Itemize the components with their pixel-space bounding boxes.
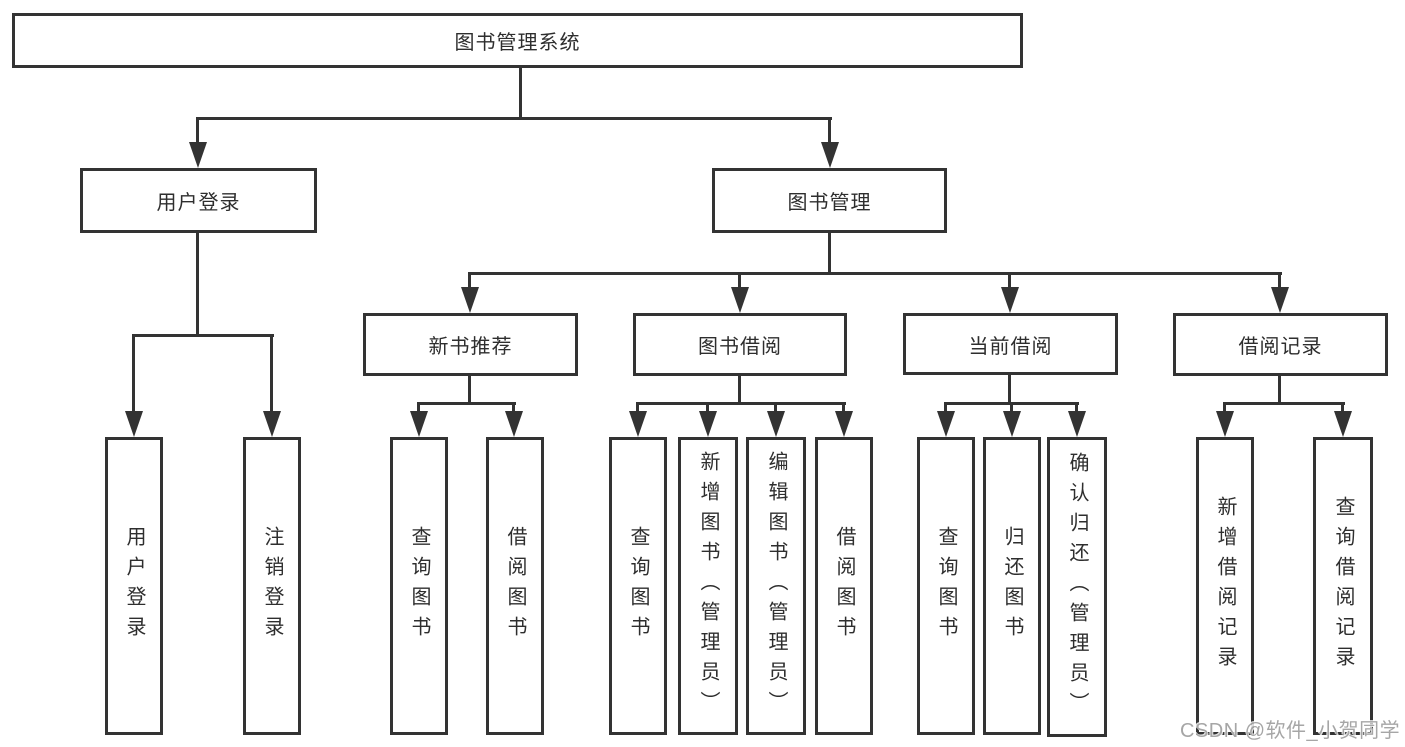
- leaf-add-books-admin-label: 新增图书（管理员）: [697, 451, 719, 721]
- connector-leaf-stem: [706, 402, 709, 414]
- leaf-logout: 注销登录: [243, 437, 301, 735]
- connector-group-stem: [1278, 374, 1281, 405]
- node-user-login-label: 用户登录: [156, 192, 241, 214]
- leaf-user-login-label: 用户登录: [123, 526, 145, 646]
- arrow-down-icon: [125, 411, 143, 437]
- node-book-borrow-label: 图书借阅: [698, 336, 782, 358]
- connector-user-login-stem: [196, 117, 199, 145]
- connector-leaf-stem: [512, 402, 515, 414]
- leaf-return-books: 归还图书: [983, 437, 1041, 735]
- connector-level3-stem: [1278, 272, 1281, 290]
- connector-mgmt-branch-stem: [828, 231, 831, 275]
- leaf-add-borrow-record: 新增借阅记录: [1196, 437, 1254, 735]
- connector-leaf-stem: [1010, 402, 1013, 414]
- node-borrow-records: 借阅记录: [1173, 313, 1388, 376]
- csdn-watermark: CSDN @软件_小贺同学: [1180, 720, 1401, 742]
- arrow-down-icon: [263, 411, 281, 437]
- leaf-query-books-recommend: 查询图书: [390, 437, 448, 735]
- leaf-logout-label: 注销登录: [261, 526, 283, 646]
- leaf-query-borrow-record: 查询借阅记录: [1313, 437, 1373, 735]
- leaf-borrow-books-recommend-label: 借阅图书: [504, 526, 526, 646]
- leaf-query-borrow-record-label: 查询借阅记录: [1332, 496, 1354, 676]
- arrow-down-icon: [699, 411, 717, 437]
- leaf-borrow-books-borrow: 借阅图书: [815, 437, 873, 735]
- leaf-query-books-recommend-label: 查询图书: [408, 526, 430, 646]
- node-book-management: 图书管理: [712, 168, 947, 233]
- leaf-query-books-borrow-label: 查询图书: [627, 526, 649, 646]
- arrow-down-icon: [629, 411, 647, 437]
- connector-leaf-stem: [944, 402, 947, 414]
- arrow-down-icon: [1001, 287, 1019, 313]
- leaf-query-books-borrow: 查询图书: [609, 437, 667, 735]
- node-new-book-recommend: 新书推荐: [363, 313, 578, 376]
- connector-leaf-stem: [417, 402, 420, 414]
- connector-leaf-stem: [774, 402, 777, 414]
- leaf-edit-books-admin-label: 编辑图书（管理员）: [765, 451, 787, 721]
- connector-root-stem: [519, 66, 522, 119]
- connector-leaf-stem: [636, 402, 639, 414]
- leaf-edit-books-admin: 编辑图书（管理员）: [746, 437, 806, 735]
- arrow-down-icon: [1003, 411, 1021, 437]
- leaf-borrow-books-recommend: 借阅图书: [486, 437, 544, 735]
- arrow-down-icon: [731, 287, 749, 313]
- node-current-borrow: 当前借阅: [903, 313, 1118, 375]
- connector-level2-bar: [196, 117, 832, 120]
- connector-group-stem: [738, 374, 741, 405]
- leaf-add-borrow-record-label: 新增借阅记录: [1214, 496, 1236, 676]
- leaf-query-books-current-label: 查询图书: [935, 526, 957, 646]
- node-book-borrow: 图书借阅: [633, 313, 847, 376]
- leaf-confirm-return-admin-label: 确认归还（管理员）: [1066, 452, 1088, 722]
- arrow-down-icon: [189, 142, 207, 168]
- node-user-login: 用户登录: [80, 168, 317, 233]
- node-borrow-records-label: 借阅记录: [1238, 336, 1323, 358]
- leaf-return-books-label: 归还图书: [1001, 526, 1023, 646]
- arrow-down-icon: [1271, 287, 1289, 313]
- leaf-confirm-return-admin: 确认归还（管理员）: [1047, 437, 1107, 737]
- node-book-management-label: 图书管理: [787, 192, 872, 214]
- arrow-down-icon: [410, 411, 428, 437]
- arrow-down-icon: [1216, 411, 1234, 437]
- connector-leaf-stem: [270, 334, 273, 414]
- leaf-add-books-admin: 新增图书（管理员）: [678, 437, 738, 735]
- connector-group-stem: [1008, 374, 1011, 405]
- leaf-user-login: 用户登录: [105, 437, 163, 735]
- connector-leaf-stem: [1075, 402, 1078, 414]
- leaf-borrow-books-borrow-label: 借阅图书: [833, 526, 855, 646]
- arrow-down-icon: [505, 411, 523, 437]
- connector-level3-stem: [468, 272, 471, 290]
- arrow-down-icon: [1068, 411, 1086, 437]
- connector-group-bar: [636, 402, 846, 405]
- connector-leaf-stem: [1223, 402, 1226, 414]
- leaf-query-books-current: 查询图书: [917, 437, 975, 735]
- connector-leaf-stem: [1341, 402, 1344, 414]
- node-root-label: 图书管理系统: [454, 32, 581, 54]
- connector-group-stem: [468, 374, 471, 405]
- connector-user-branch-stem: [196, 231, 199, 337]
- connector-group-bar: [1223, 402, 1345, 405]
- arrow-down-icon: [461, 287, 479, 313]
- arrow-down-icon: [767, 411, 785, 437]
- connector-level3-stem: [1008, 272, 1011, 290]
- connector-leaf-stem: [132, 334, 135, 414]
- connector-leaf-stem: [842, 402, 845, 414]
- connector-level3-bar: [468, 272, 1282, 275]
- connector-user-leaves-bar: [132, 334, 274, 337]
- arrow-down-icon: [835, 411, 853, 437]
- node-current-borrow-label: 当前借阅: [968, 335, 1053, 358]
- arrow-down-icon: [821, 142, 839, 168]
- node-new-book-recommend-label: 新书推荐: [428, 336, 513, 358]
- arrow-down-icon: [1334, 411, 1352, 437]
- connector-level3-stem: [738, 272, 741, 290]
- arrow-down-icon: [937, 411, 955, 437]
- connector-book-mgmt-stem: [828, 117, 831, 145]
- connector-group-bar: [417, 402, 516, 405]
- node-root: 图书管理系统: [12, 13, 1023, 68]
